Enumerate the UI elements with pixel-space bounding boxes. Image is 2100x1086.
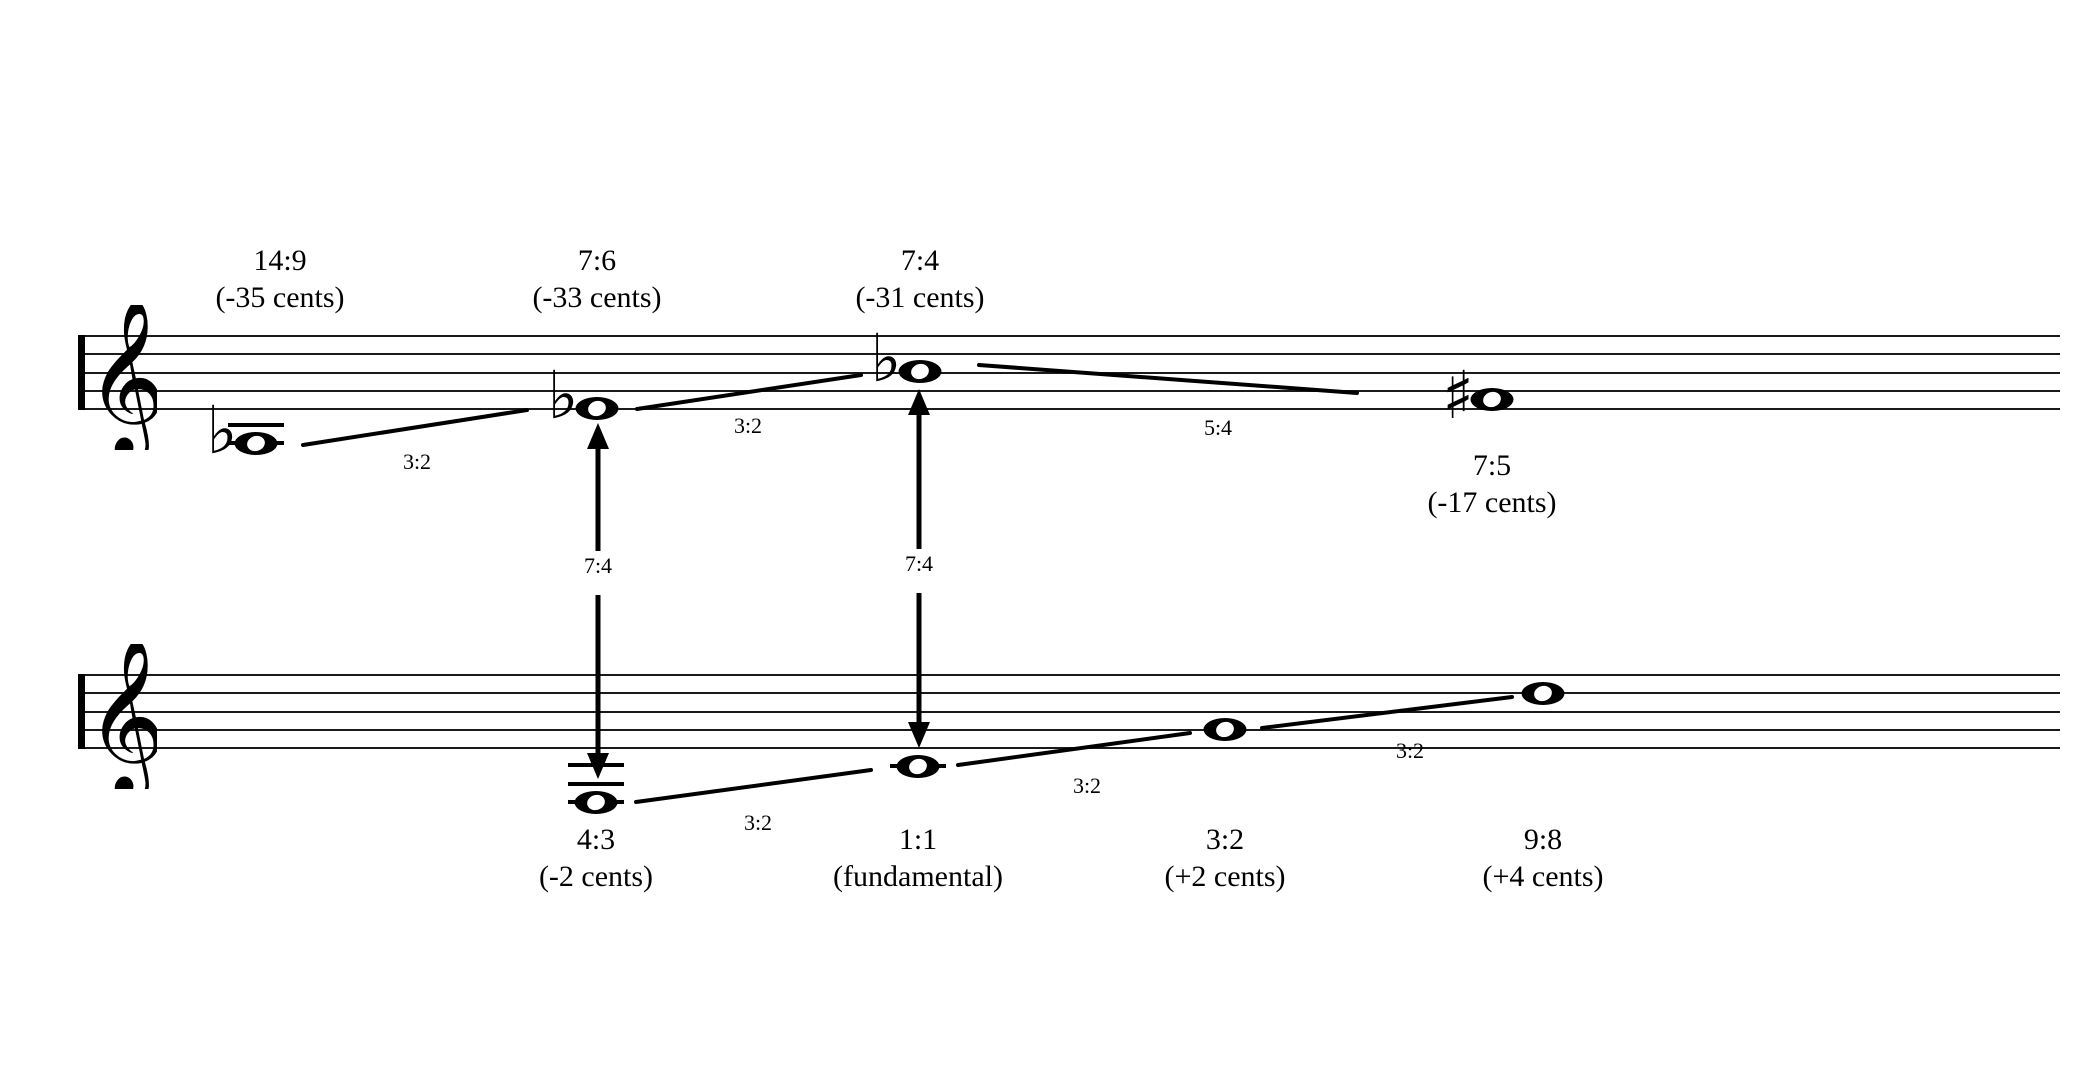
interval-ratio-label: 3:2 bbox=[1395, 738, 1425, 763]
interval-ratio-label: 3:2 bbox=[1072, 773, 1102, 798]
whole-note-icon bbox=[575, 395, 619, 422]
note-label-note-3-2: 3:2(+2 cents) bbox=[1055, 822, 1395, 895]
whole-note-icon bbox=[1521, 680, 1565, 707]
arrow-up-icon bbox=[582, 423, 614, 551]
treble-clef-icon: 𝄞 bbox=[86, 298, 166, 463]
staff-line bbox=[78, 408, 2060, 411]
note-cents: (-35 cents) bbox=[215, 280, 345, 314]
flat-accidental-icon: ♭ bbox=[204, 392, 240, 469]
ledger-line bbox=[228, 422, 284, 427]
staff-line bbox=[78, 335, 2060, 337]
whole-note-icon bbox=[1470, 386, 1514, 413]
note-label-note-14-9: 14:9(-35 cents) bbox=[110, 243, 450, 316]
note-ratio: 3:2 bbox=[1205, 823, 1245, 856]
svg-text:𝄞: 𝄞 bbox=[95, 305, 157, 450]
note-ratio: 4:3 bbox=[576, 823, 616, 856]
interval-ratio-label: 3:2 bbox=[402, 449, 432, 474]
staff-line bbox=[78, 728, 2060, 731]
note-label-note-7-4: 7:4(-31 cents) bbox=[750, 243, 1090, 316]
arrow-down-icon bbox=[582, 595, 614, 779]
interval-connector-conn-4-3-to-1-1 bbox=[632, 764, 875, 808]
interval-connector-conn-14-9-to-7-6 bbox=[299, 404, 531, 451]
whole-note-icon bbox=[898, 358, 942, 385]
note-label-note-7-5: 7:5(-17 cents) bbox=[1322, 448, 1662, 521]
flat-accidental-icon: ♭ bbox=[545, 357, 581, 434]
svg-text:♭: ♭ bbox=[547, 362, 578, 434]
note-cents: (fundamental) bbox=[833, 859, 1003, 893]
octave-arrow-ratio-label: 7:4 bbox=[583, 553, 613, 578]
interval-connector-conn-7-6-to-7-4 bbox=[633, 369, 865, 415]
interval-connector-conn-1-1-to-3-2 bbox=[954, 727, 1194, 771]
barline bbox=[78, 674, 85, 750]
note-label-note-7-6: 7:6(-33 cents) bbox=[427, 243, 767, 316]
svg-text:♯: ♯ bbox=[1442, 362, 1474, 434]
svg-text:♭: ♭ bbox=[206, 397, 237, 469]
note-label-note-4-3: 4:3(-2 cents) bbox=[426, 822, 766, 895]
treble-clef-icon: 𝄞 bbox=[86, 637, 166, 802]
interval-connector-conn-7-4-to-7-5 bbox=[975, 359, 1361, 399]
whole-note-icon bbox=[1203, 716, 1247, 743]
barline bbox=[78, 335, 85, 411]
staff-line bbox=[78, 353, 2060, 356]
note-ratio: 7:4 bbox=[900, 244, 940, 277]
whole-note-icon bbox=[234, 430, 278, 457]
note-cents: (-17 cents) bbox=[1427, 485, 1557, 519]
whole-note-icon bbox=[574, 789, 618, 816]
note-cents: (-2 cents) bbox=[538, 859, 654, 893]
ledger-line bbox=[568, 781, 624, 786]
svg-text:𝄞: 𝄞 bbox=[95, 644, 157, 789]
staff-line bbox=[78, 692, 2060, 695]
note-cents: (+2 cents) bbox=[1164, 859, 1286, 893]
staff-line bbox=[78, 710, 2060, 713]
octave-arrow-ratio-label: 7:4 bbox=[904, 551, 934, 576]
arrow-down-icon bbox=[903, 593, 935, 748]
whole-note-icon bbox=[896, 753, 940, 780]
svg-text:♭: ♭ bbox=[870, 325, 901, 397]
note-cents: (-33 cents) bbox=[532, 280, 662, 314]
note-cents: (-31 cents) bbox=[855, 280, 985, 314]
staff-line bbox=[78, 389, 2060, 392]
note-ratio: 7:5 bbox=[1472, 449, 1512, 482]
sharp-accidental-icon: ♯ bbox=[1440, 357, 1476, 434]
interval-ratio-label: 3:2 bbox=[733, 413, 763, 438]
flat-accidental-icon: ♭ bbox=[868, 320, 904, 397]
note-label-note-9-8: 9:8(+4 cents) bbox=[1373, 822, 1713, 895]
interval-connector-conn-3-2-to-9-8 bbox=[1258, 691, 1516, 734]
note-ratio: 7:6 bbox=[577, 244, 617, 277]
interval-ratio-label: 3:2 bbox=[743, 810, 773, 835]
note-cents: (+4 cents) bbox=[1482, 859, 1604, 893]
note-ratio: 14:9 bbox=[253, 244, 307, 277]
arrow-up-icon bbox=[903, 389, 935, 549]
note-label-note-1-1: 1:1(fundamental) bbox=[748, 822, 1088, 895]
note-ratio: 1:1 bbox=[898, 823, 938, 856]
note-ratio: 9:8 bbox=[1523, 823, 1563, 856]
staff-line bbox=[78, 674, 2060, 676]
interval-ratio-label: 5:4 bbox=[1203, 415, 1233, 440]
